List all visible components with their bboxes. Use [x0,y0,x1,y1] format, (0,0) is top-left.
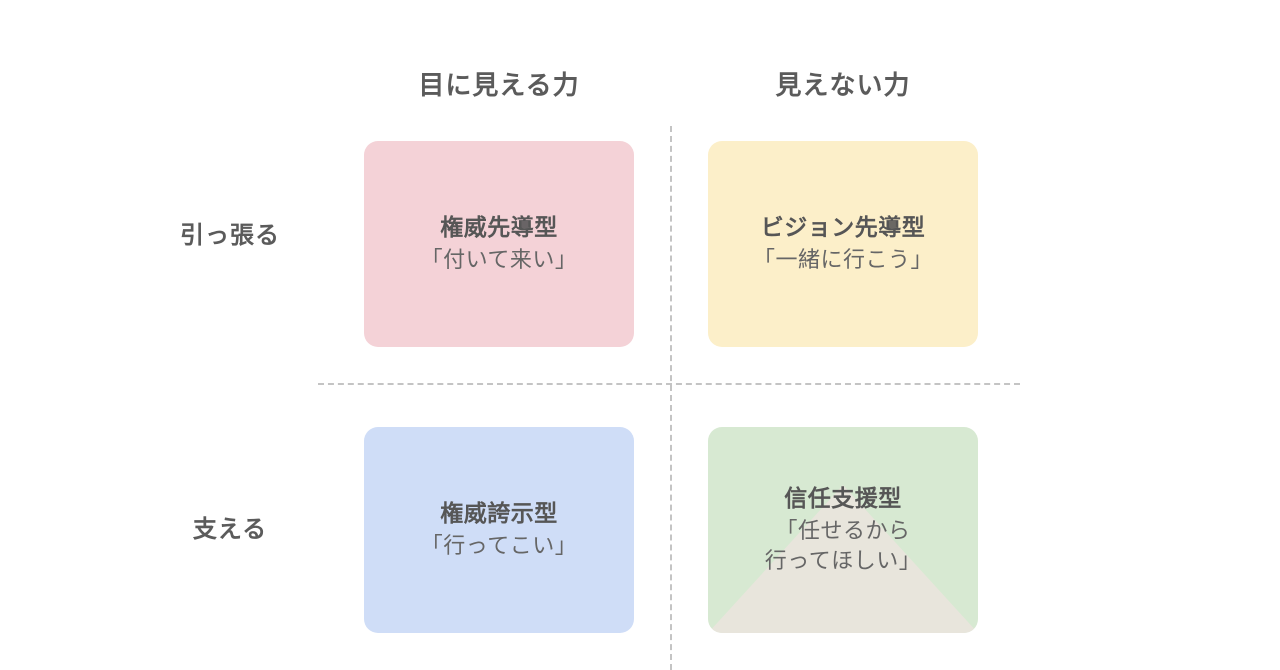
quadrant-quote: 「付いて来い」 [421,245,578,275]
quote-line: 行ってほしい」 [764,547,922,573]
quote-line: 「行ってこい」 [420,533,578,559]
row-label-pull: 引っ張る [180,222,280,249]
quadrant-trust-support[interactable]: 信任支援型 「任せるから 行ってほしい」 [708,427,978,633]
quadrant-title: 権威誇示型 [440,500,558,527]
column-header-invisible-power: 見えない力 [775,70,911,100]
horizontal-dashed-divider [318,383,1020,385]
vertical-dashed-divider [670,126,672,670]
quadrant-quote: 「行ってこい」 [421,531,577,561]
quadrant-authority-leading[interactable]: 権威先導型 「付いて来い」 [364,141,634,347]
quote-line: 「一緒に行こう」 [752,247,933,273]
quote-line: 「任せるから [775,518,911,544]
row-label-support: 支える [192,516,268,543]
quadrant-authority-display[interactable]: 権威誇示型 「行ってこい」 [364,427,634,633]
quadrant-vision-leading[interactable]: ビジョン先導型 「一緒に行こう」 [708,141,978,347]
column-header-visible-power: 目に見える力 [418,70,580,100]
quadrant-quote: 「任せるから 行ってほしい」 [765,516,921,575]
quadrant-title: 権威先導型 [440,214,558,241]
quadrant-title: ビジョン先導型 [760,214,926,241]
quadrant-title: 信任支援型 [784,485,902,512]
quote-line: 「付いて来い」 [420,247,578,273]
quadrant-quote: 「一緒に行こう」 [753,245,933,275]
